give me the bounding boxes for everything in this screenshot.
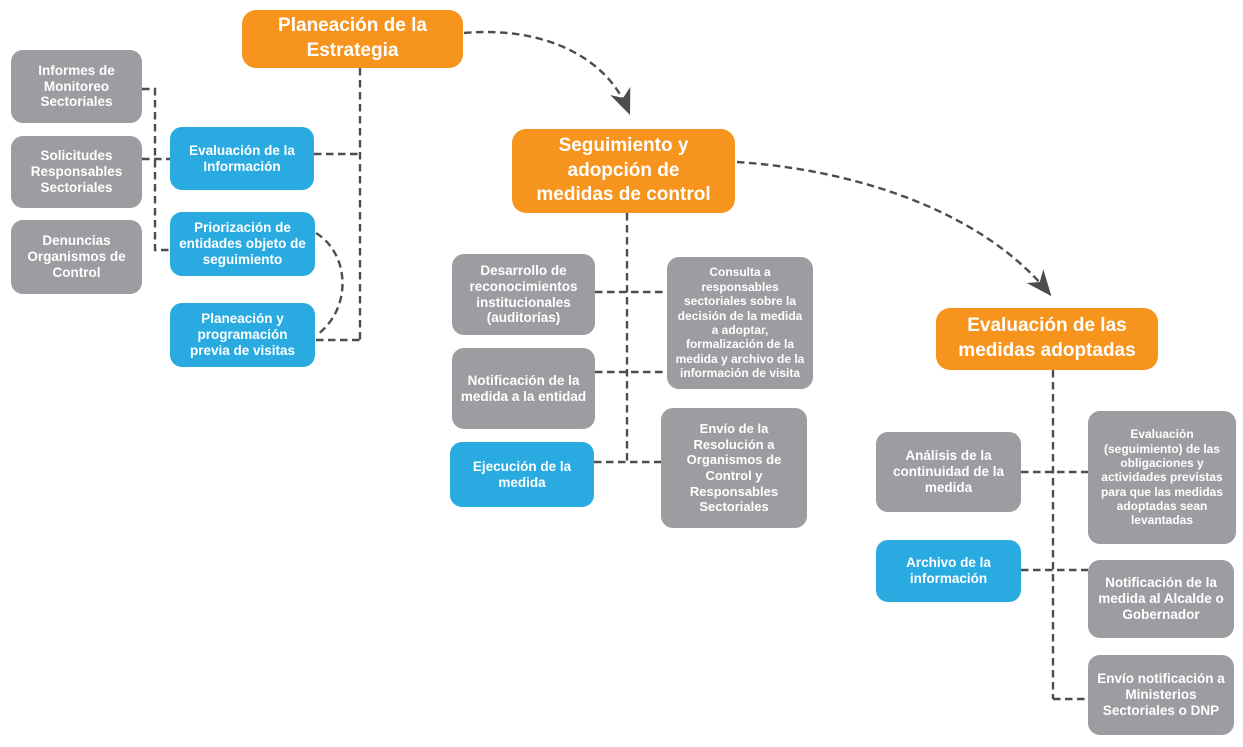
node-evaluacion-seguimiento: Evaluación (seguimiento) de las obligaci… [1088,411,1236,544]
node-denuncias-organismos: Denuncias Organismos de Control [11,220,142,294]
node-ejecucion-medida: Ejecución de la medida [450,442,594,507]
connector-sources-trunk [142,87,170,252]
node-planeacion-programacion: Planeación y programación previa de visi… [170,303,315,367]
phase-planeacion-estrategia: Planeación de la Estrategia [242,10,463,68]
node-envio-resolucion: Envío de la Resolución a Organismos de C… [661,408,807,528]
node-notificacion-entidad: Notificación de la medida a la entidad [452,348,595,429]
node-analisis-continuidad: Análisis de la continuidad de la medida [876,432,1021,512]
phase-seguimiento-adopcion: Seguimiento y adopción de medidas de con… [512,129,735,213]
node-notificacion-alcalde: Notificación de la medida al Alcalde o G… [1088,560,1234,638]
node-solicitudes-responsables: Solicitudes Responsables Sectoriales [11,136,142,208]
phase-evaluacion-medidas: Evaluación de las medidas adoptadas [936,308,1158,370]
connector-priorizacion-planeacion-arc [315,231,344,335]
node-desarrollo-reconocimientos: Desarrollo de reconocimientos institucio… [452,254,595,335]
node-priorizacion-entidades: Priorización de entidades objeto de segu… [170,212,315,276]
node-consulta-responsables: Consulta a responsables sectoriales sobr… [667,257,813,389]
node-evaluacion-informacion: Evaluación de la Información [170,127,314,190]
flow-arrow-phase2-phase3 [736,160,1052,297]
flow-arrow-phase1-phase2 [463,30,631,115]
node-archivo-informacion: Archivo de la información [876,540,1021,602]
node-informes-monitoreo: Informes de Monitoreo Sectoriales [11,50,142,123]
node-envio-notificacion: Envío notificación a Ministerios Sectori… [1088,655,1234,735]
